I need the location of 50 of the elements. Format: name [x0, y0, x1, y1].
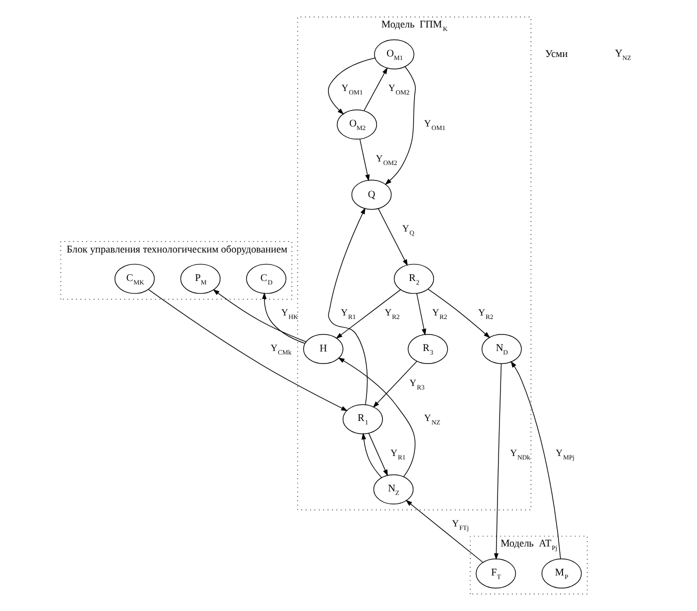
arrow: [148, 289, 348, 412]
edge-label: Y$_{NDk}$: [510, 449, 530, 462]
arrow: [368, 432, 388, 476]
arrow: [336, 289, 401, 339]
arrow: [510, 361, 561, 560]
edge-label: Y$_{HK}$: [281, 308, 298, 322]
edge-label: Y$_{CMk}$: [270, 344, 292, 356]
node-ellipse: R$_{2}$: [394, 264, 434, 294]
node-ellipse: R$_{3}$: [408, 334, 448, 364]
node-ellipse: F$_{T}$: [476, 558, 516, 588]
arrow: [406, 500, 484, 563]
node-ellipse: O$_{M1}$: [374, 39, 414, 70]
arrow: [338, 358, 416, 478]
arrow: [428, 288, 490, 338]
node-ellipse: C$_{MK}$: [114, 264, 155, 294]
label: Усми: [545, 49, 568, 60]
edge-label: Y$_{OM1}$: [424, 119, 446, 132]
edge-label: Y$_{R1}$: [340, 308, 356, 322]
arrow: [262, 292, 306, 344]
arrow: [328, 58, 376, 115]
node-ellipse: N$_{Z}$: [373, 474, 414, 504]
node-ellipse: M$_{P}$: [542, 558, 582, 588]
label: Y$_{NZ}$: [615, 48, 632, 62]
arrow: [384, 66, 416, 185]
arrow: [360, 138, 370, 182]
edge-label: Y$_{NZ}$: [424, 414, 440, 426]
node-ellipse: R$_{1}$: [342, 404, 383, 434]
arrow: [362, 432, 382, 478]
arrow: [416, 293, 426, 336]
edge-label: Y$_{R1}$: [390, 449, 406, 462]
edge-label: Y$_{R2}$: [478, 308, 494, 322]
edge-label: Y$_{Q}$: [402, 224, 414, 238]
arrow: [328, 208, 368, 405]
edge-label: Y$_{MPj}$: [556, 449, 574, 462]
edge-label: Y$_{FTj}$: [452, 519, 469, 532]
node-ellipse: N$_{D}$: [482, 334, 522, 364]
arrow: [378, 208, 408, 266]
arrow: [494, 363, 502, 560]
edge-label: Y$_{OM2}$: [376, 154, 398, 167]
edge-label: Y$_{OM1}$: [342, 84, 363, 97]
edge-label: Y$_{R2}$: [432, 308, 448, 322]
node-ellipse: P$_{M}$: [180, 264, 221, 294]
node-ellipse: C$_{D}$: [246, 264, 286, 294]
arrow: [372, 361, 418, 408]
edge-label: Y$_{OM2}$: [388, 84, 410, 97]
arrow: [364, 67, 388, 112]
node-ellipse: H: [303, 334, 344, 364]
edge-label: Y$_{R2}$: [384, 308, 400, 322]
edge-label: Y$_{R3}$: [410, 378, 425, 392]
arrow: [212, 289, 306, 342]
